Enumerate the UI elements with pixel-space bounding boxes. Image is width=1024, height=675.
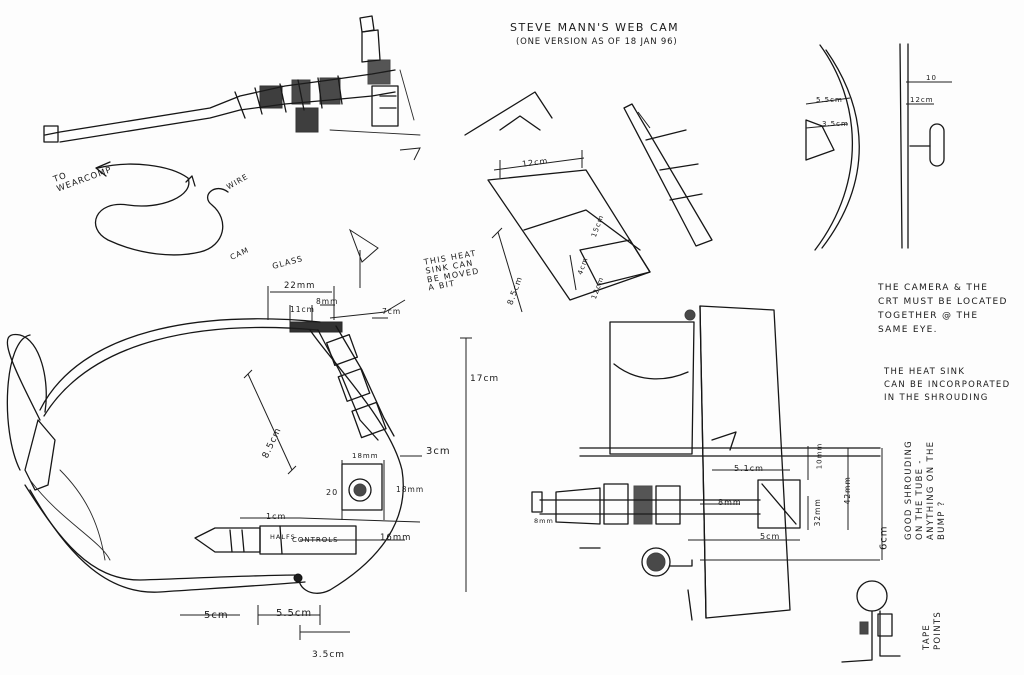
dim-5-1cm: 5.1cm	[734, 464, 764, 473]
dim-17cm: 17cm	[470, 374, 500, 384]
dim-3cm: 3cm	[426, 446, 451, 457]
tape-points-sketch	[841, 580, 901, 663]
headband-dimensions	[180, 147, 472, 640]
dim-8mm: 8mm	[316, 297, 339, 306]
dim-3-5cm-b: 3.5cm	[822, 120, 849, 128]
dim-6cm: 6cm	[878, 525, 890, 551]
dim-10: 10	[926, 74, 937, 82]
camera-box-sketches	[464, 91, 713, 313]
dim-12cm-c: 12cm	[910, 96, 934, 104]
dim-1cm: 1cm	[266, 512, 287, 521]
dim-22mm: 22mm	[284, 281, 316, 291]
headband-sketch	[6, 318, 404, 594]
dim-3-5cm: 3.5cm	[312, 650, 346, 660]
note-heat-sink-shrouding: THE HEAT SINK CAN BE INCORPORATED IN THE…	[884, 367, 1011, 403]
label-halfs: HALFS	[270, 533, 296, 541]
dim-5-5cm: 5.5cm	[276, 608, 313, 619]
dim-5-5cm-b: 5.5cm	[816, 96, 843, 104]
title-line-1: STEVE MANN'S WEB CAM	[510, 21, 680, 34]
dim-42mm: 42mm	[842, 476, 852, 505]
dim-18mm-a: 18mm	[352, 452, 379, 460]
label-controls: CONTROLS	[292, 536, 339, 544]
dim-7cm: 7cm	[382, 307, 402, 316]
dim-5cm-b: 5cm	[760, 532, 781, 541]
dim-18mm-b: 18mm	[396, 485, 425, 494]
crt-assembly-sketch	[531, 305, 883, 621]
dim-8mm-c: 8mm	[534, 517, 554, 525]
dim-8mm-b: 8mm	[718, 498, 742, 507]
dim-5cm: 5cm	[204, 610, 229, 621]
headset-profile-sketch	[43, 15, 421, 143]
dim-32mm: 32mm	[812, 498, 822, 527]
dim-11cm: 11cm	[290, 305, 315, 314]
eye-section-sketch	[805, 43, 952, 251]
note-camera-crt-same-eye: THE CAMERA & THE CRT MUST BE LOCATED TOG…	[878, 283, 1008, 335]
dim-16mm: 16mm	[380, 533, 412, 543]
note-good-shrouding: GOOD SHROUDING ON THE TUBE - ANYTHING ON…	[904, 439, 948, 540]
title-line-2: (ONE VERSION AS OF 18 JAN 96)	[516, 37, 678, 47]
dim-10mm: 10mm	[815, 442, 824, 470]
dim-20: 20	[326, 488, 339, 497]
note-tape-points: TAPE POINTS	[922, 610, 944, 650]
wire-sketch	[94, 161, 229, 256]
